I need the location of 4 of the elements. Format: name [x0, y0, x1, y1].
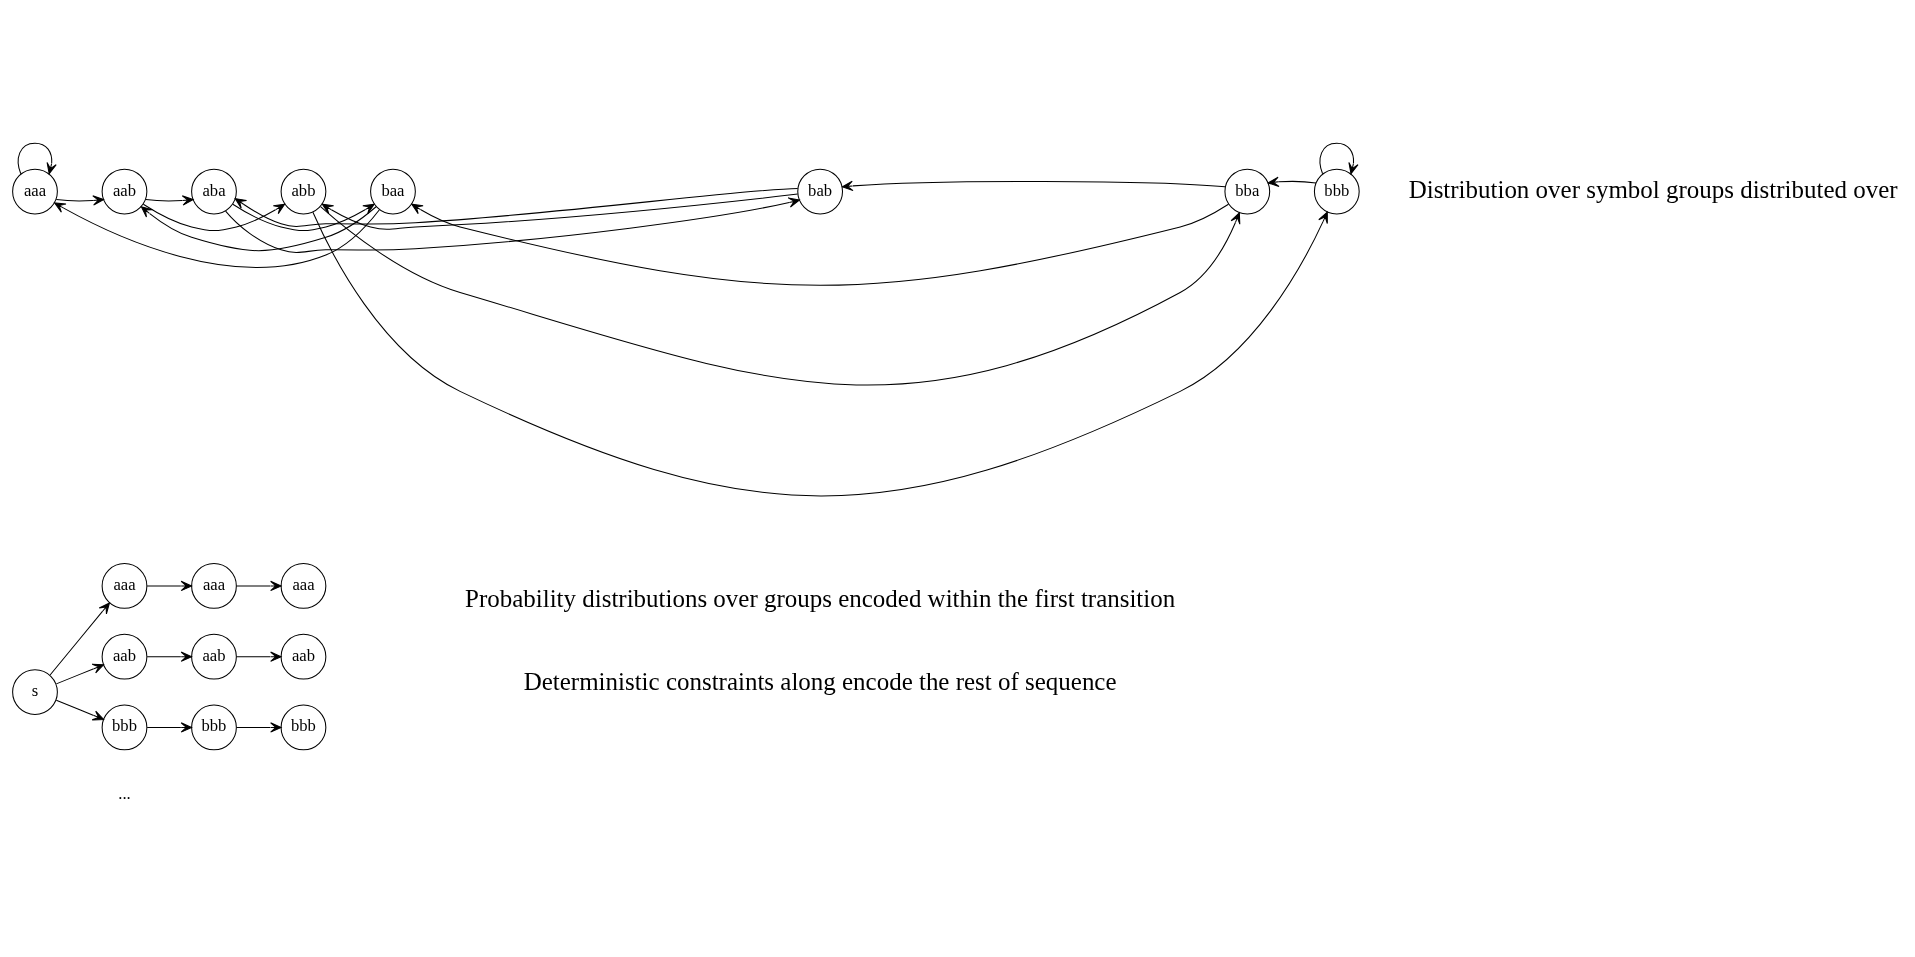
label: ... [118, 784, 131, 804]
label: Probability distributions over groups encoded within the first transition [465, 584, 1176, 612]
label: Deterministic constraints along encode the rest of sequence [523, 668, 1117, 696]
label: Distribution over symbol groups distributed over [1408, 176, 1898, 203]
